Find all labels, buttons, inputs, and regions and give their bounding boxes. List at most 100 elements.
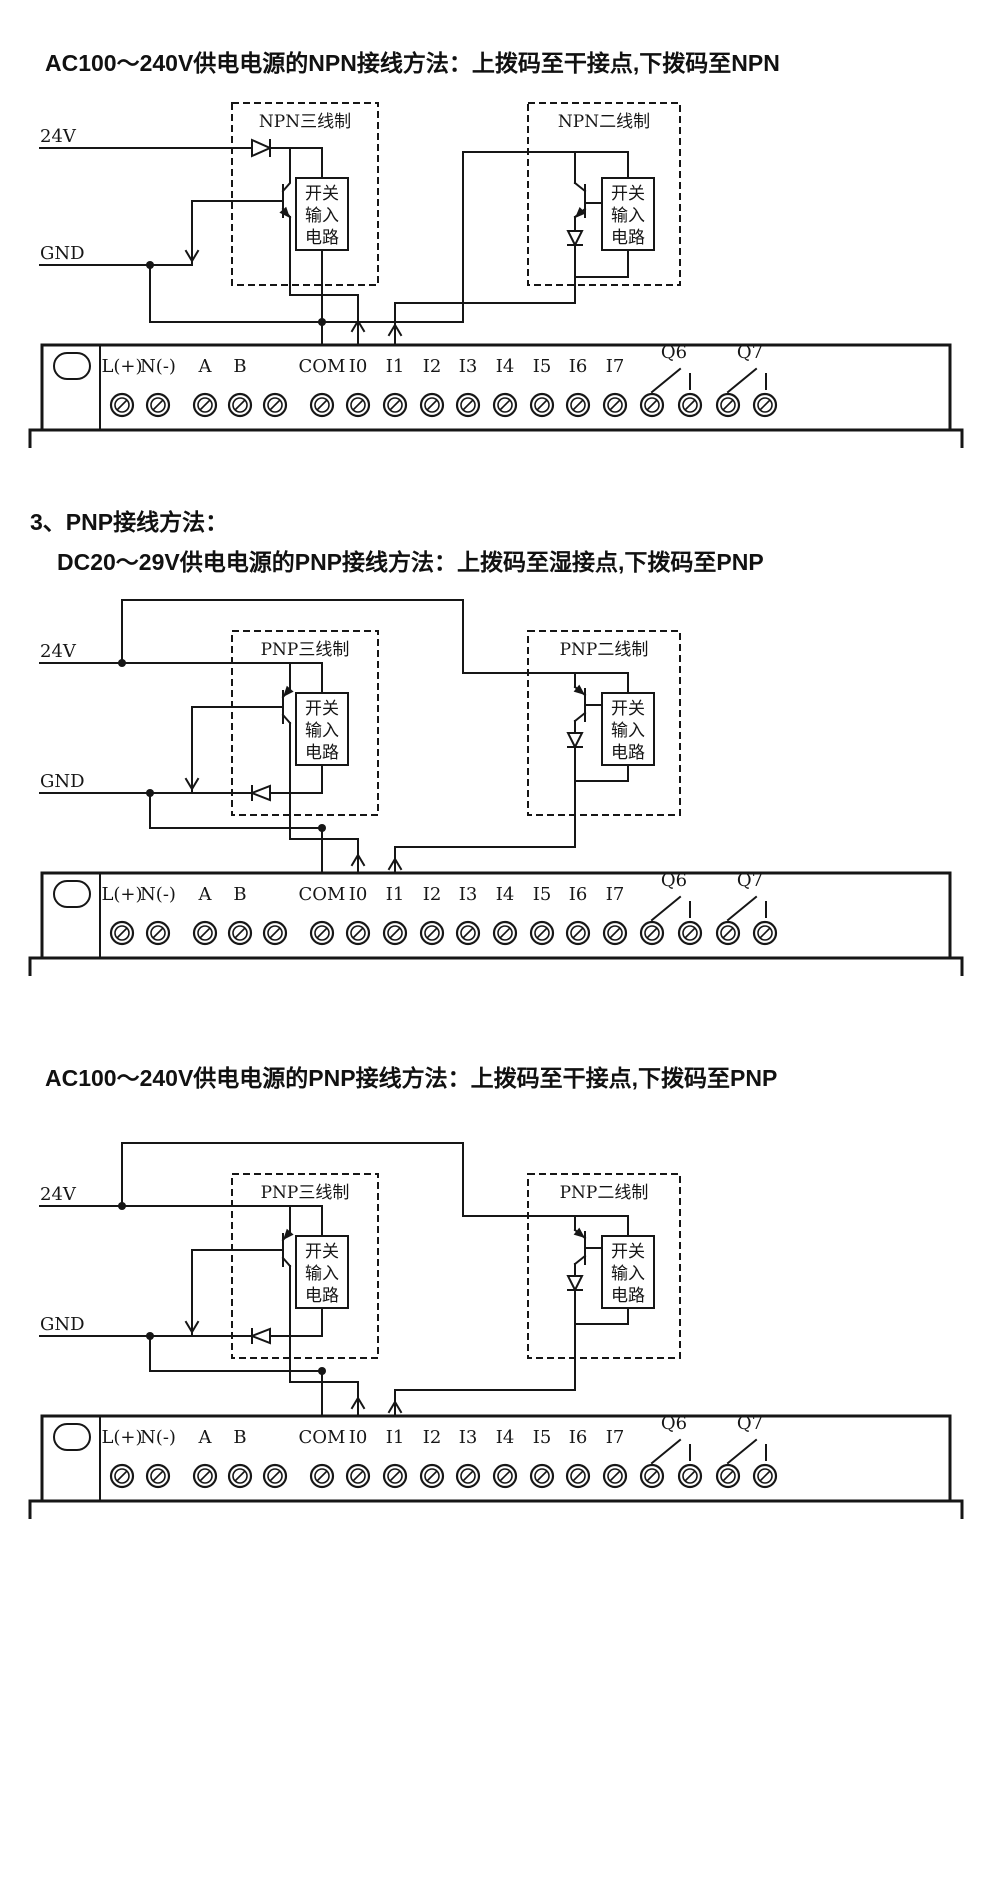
relay-q7-label: Q7 — [737, 870, 763, 891]
terminal-label: I6 — [569, 356, 588, 377]
terminal-label: I7 — [606, 884, 625, 905]
switch-circuit-line: 输入 — [305, 1264, 339, 1284]
transistor-arrow-icon — [279, 685, 294, 700]
rail-24v-label: 24V — [40, 641, 77, 662]
switch-circuit-line: 开关 — [305, 699, 339, 719]
screw-icon — [345, 392, 371, 418]
terminal-label: I1 — [386, 1427, 405, 1448]
switch-circuit-line: 电路 — [305, 1286, 339, 1306]
section-title-pnp-dc: DC20～29V供电电源的PNP接线方法：上拨码至湿接点,下拨码至PNP — [57, 549, 764, 575]
screw-icon — [262, 1463, 288, 1489]
relay-switch-icon — [651, 1439, 691, 1464]
terminal-label: I5 — [533, 884, 552, 905]
screw-icon — [492, 392, 518, 418]
screw-icon — [602, 392, 628, 418]
terminal-label: I6 — [569, 1427, 588, 1448]
screw-icon — [192, 1463, 218, 1489]
terminal-strip-body — [40, 343, 952, 432]
relay-q6-label: Q6 — [661, 1413, 687, 1434]
transistor-npn-wires — [191, 147, 292, 296]
screw-icon — [565, 1463, 591, 1489]
switch-circuit-line: 电路 — [611, 228, 645, 248]
dashed-box-three-wire — [231, 1173, 379, 1359]
routing-paths — [149, 249, 576, 346]
mounting-hole — [53, 880, 91, 908]
relay-q7-label: Q7 — [737, 1413, 763, 1434]
screw-icon — [227, 392, 253, 418]
screw-icon — [715, 1463, 741, 1489]
rail-24v-label: 24V — [40, 1184, 77, 1205]
terminal-label: B — [233, 1427, 246, 1448]
switch-circuit-line: 电路 — [611, 1286, 645, 1306]
routing-wires — [149, 824, 576, 874]
switch-circuit-line: 电路 — [305, 228, 339, 248]
switch-circuit-line: 输入 — [611, 1264, 645, 1284]
terminal-label: A — [198, 356, 213, 377]
terminal-label: I3 — [459, 1427, 478, 1448]
relay-switch-icon — [651, 368, 691, 393]
screw-icon — [145, 1463, 171, 1489]
dashed-box-three-wire — [231, 102, 379, 286]
rail-gnd-label: GND — [40, 771, 85, 792]
transistor-pnp-wires — [191, 662, 292, 840]
terminal-strip: L(+) N(-) A B COM I0 I1 I2 I3 I4 I5 I6 I… — [28, 342, 964, 448]
screw-icon — [109, 920, 135, 946]
screw-terminals — [109, 392, 778, 418]
rail-gnd-label: GND — [40, 243, 85, 264]
switch-circuit-line: 输入 — [305, 721, 339, 741]
terminal-label: I0 — [349, 884, 368, 905]
screw-icon — [639, 392, 665, 418]
terminal-strip: L(+) N(-) A B COM I0 I1 I2 I3 I4 I5 I6 I… — [28, 870, 964, 976]
mounting-hole — [53, 352, 91, 380]
wiring-diagram-npn-ac: 24V GND NPN三线制 开关 输入 电路 NPN二线制 — [28, 102, 964, 448]
relay-switch-icon — [651, 896, 691, 921]
diode-icon — [566, 732, 584, 750]
terminal-label: A — [198, 884, 213, 905]
routing-paths — [149, 827, 576, 874]
screw-icon — [419, 920, 445, 946]
junction-dot — [146, 1332, 154, 1340]
terminal-label: I0 — [349, 356, 368, 377]
wiring-diagram-pnp-ac: 24V GND PNP三线制 开关 输入 电路 PNP二线制 — [28, 1142, 964, 1519]
feed-wires — [462, 1215, 629, 1237]
transistor-arrow-icon — [279, 1228, 294, 1243]
terminal-label: I1 — [386, 356, 405, 377]
screw-icon — [227, 1463, 253, 1489]
screw-icon — [145, 392, 171, 418]
terminal-label: COM — [299, 1427, 346, 1448]
terminal-label: I4 — [496, 1427, 515, 1448]
section-title-npn-ac: AC100～240V供电电源的NPN接线方法：上拨码至干接点,下拨码至NPN — [45, 50, 780, 76]
screw-icon — [109, 1463, 135, 1489]
screw-icon — [262, 392, 288, 418]
diode-icon — [566, 1275, 584, 1293]
sensor-three-wire-label: PNP三线制 — [261, 640, 350, 660]
screw-terminals — [109, 1463, 778, 1489]
power-rails: 24V GND — [39, 126, 323, 323]
screw-icon — [565, 920, 591, 946]
pnp-section-heading: 3、PNP接线方法： — [30, 509, 229, 535]
junction-dot — [118, 659, 126, 667]
screw-icon — [455, 392, 481, 418]
power-rails: 24V GND — [39, 599, 464, 829]
screw-icon — [565, 392, 591, 418]
screw-icon — [145, 920, 171, 946]
dashed-box-two-wire — [527, 630, 681, 816]
screw-icon — [382, 392, 408, 418]
screw-icon — [715, 920, 741, 946]
switch-circuit-line: 电路 — [611, 743, 645, 763]
relay-switch-icon — [727, 896, 767, 921]
strip-flange — [28, 428, 964, 448]
terminal-label: N(-) — [140, 1427, 176, 1448]
screw-icon — [262, 920, 288, 946]
power-rails: 24V GND — [39, 1142, 464, 1372]
terminal-label: COM — [299, 884, 346, 905]
diode-icon — [249, 1327, 271, 1345]
diode-icon — [566, 230, 584, 248]
screw-icon — [309, 1463, 335, 1489]
screw-icon — [455, 920, 481, 946]
screw-icon — [715, 392, 741, 418]
screw-icon — [419, 392, 445, 418]
terminal-label: L(+) — [101, 884, 142, 905]
screw-icon — [492, 920, 518, 946]
